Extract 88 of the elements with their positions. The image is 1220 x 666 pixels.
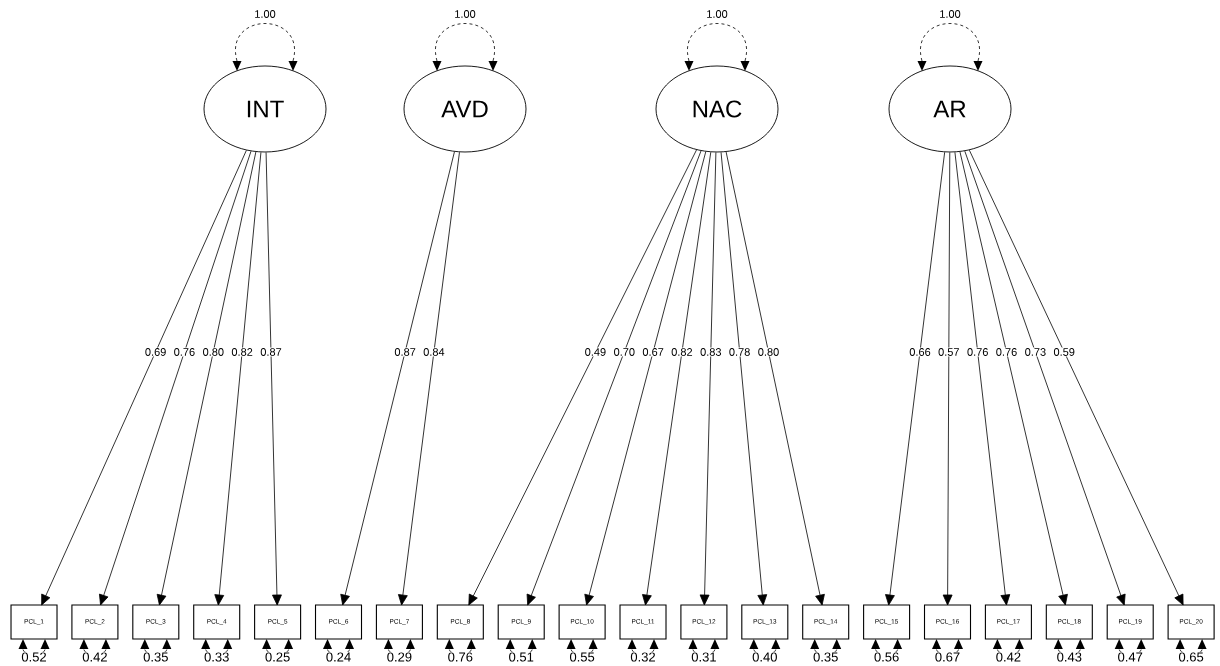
loading-label: 0.78 — [728, 347, 751, 357]
residual-loop — [749, 639, 781, 655]
loading-arrow — [699, 152, 717, 606]
loading-arrow — [398, 151, 460, 606]
residual-loop — [444, 639, 476, 655]
residual-loop — [323, 639, 354, 655]
loading-label: 0.87 — [259, 347, 283, 357]
loading-label: 0.80 — [757, 347, 780, 357]
loading-arrow — [959, 151, 1068, 606]
variance-label: 1.00 — [453, 9, 477, 19]
loading-label: 0.83 — [699, 347, 723, 357]
residual-loop — [79, 639, 111, 655]
residual-loop — [688, 639, 720, 655]
residual-loop — [201, 639, 233, 655]
loading-label: 0.84 — [422, 347, 446, 357]
residual-label: 0.33 — [203, 651, 230, 663]
loading-label: 0.76 — [966, 347, 989, 357]
residual-loop — [1114, 639, 1146, 655]
variance-loop — [232, 23, 298, 71]
loading-arrow — [642, 151, 712, 606]
residual-label: 0.67 — [934, 651, 961, 663]
residual-label: 0.42 — [995, 651, 1022, 663]
residual-label: 0.52 — [20, 651, 48, 663]
variance-label: 1.00 — [705, 9, 729, 19]
loading-label: 0.76 — [173, 347, 196, 357]
residual-label: 0.40 — [751, 651, 779, 663]
residual-loop — [627, 639, 659, 655]
loading-arrow — [725, 151, 825, 606]
loading-arrow — [156, 151, 257, 606]
variance-label: 1.00 — [253, 9, 277, 19]
residual-label: 0.35 — [142, 651, 170, 663]
variance-label: 1.00 — [938, 9, 962, 19]
loading-arrow — [99, 150, 252, 606]
residual-label: 0.51 — [507, 651, 535, 663]
residual-label: 0.31 — [690, 651, 718, 663]
variance-loop — [432, 23, 498, 71]
loading-arrow — [340, 151, 455, 606]
loading-arrow — [214, 151, 262, 606]
loading-arrow — [584, 151, 707, 606]
loading-label: 0.82 — [670, 347, 694, 357]
loading-label: 0.67 — [641, 347, 665, 357]
residual-loop — [383, 639, 415, 655]
residual-loop — [566, 639, 598, 655]
residual-label: 0.32 — [629, 651, 657, 663]
loading-label: 0.76 — [995, 347, 1018, 357]
residual-loop — [871, 639, 903, 655]
loading-arrow — [969, 149, 1184, 606]
loading-arrow — [41, 150, 247, 606]
residual-loop — [140, 639, 172, 655]
loading-arrow — [954, 151, 1011, 606]
loading-arrow — [468, 149, 697, 606]
residual-loop — [505, 639, 537, 655]
variance-loop — [684, 23, 750, 71]
loading-arrow — [526, 150, 702, 606]
residual-loop — [810, 639, 842, 655]
loading-label: 0.66 — [908, 347, 932, 357]
residual-label: 0.35 — [812, 651, 839, 663]
residual-loop — [18, 639, 50, 655]
loading-label: 0.57 — [937, 347, 961, 357]
loading-arrow — [885, 151, 946, 606]
loading-arrow — [964, 150, 1126, 606]
residual-label: 0.47 — [1116, 651, 1144, 663]
loading-label: 0.70 — [613, 347, 636, 357]
loading-label: 0.87 — [393, 347, 417, 357]
loading-label: 0.73 — [1024, 347, 1047, 357]
loading-label: 0.80 — [202, 347, 225, 357]
loading-arrow — [942, 152, 953, 606]
residual-label: 0.25 — [264, 651, 291, 663]
residual-loop — [932, 639, 963, 655]
residual-loop — [262, 639, 294, 655]
variance-loop — [917, 23, 983, 71]
loading-label: 0.59 — [1052, 347, 1076, 357]
loading-arrow — [265, 152, 282, 606]
residual-label: 0.42 — [81, 651, 109, 663]
residual-label: 0.24 — [325, 651, 352, 663]
loading-label: 0.69 — [144, 347, 167, 357]
residual-label: 0.43 — [1056, 651, 1083, 663]
residual-label: 0.55 — [568, 651, 596, 663]
residual-loop — [1053, 639, 1085, 655]
loading-label: 0.82 — [230, 347, 254, 357]
residual-loop — [1175, 639, 1207, 655]
residual-label: 0.65 — [1177, 651, 1205, 663]
loading-label: 0.49 — [584, 347, 607, 357]
residual-loop — [992, 639, 1024, 655]
residual-label: 0.56 — [873, 651, 900, 663]
loading-arrow — [720, 151, 768, 606]
residual-label: 0.29 — [386, 651, 413, 663]
residual-label: 0.76 — [447, 651, 474, 663]
